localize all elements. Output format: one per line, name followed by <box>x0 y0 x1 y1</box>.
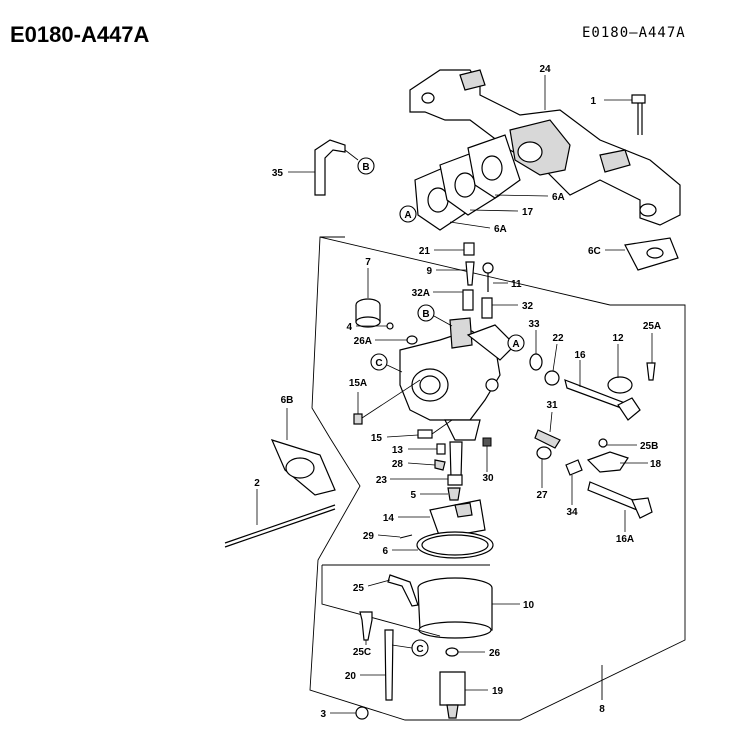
label-25b: 25B <box>640 441 658 452</box>
label-8: 8 <box>599 704 605 715</box>
gasket-6c <box>605 237 679 271</box>
callout-a-gasket: A <box>399 205 417 223</box>
label-6a-lower: 6A <box>494 224 507 235</box>
label-11: 11 <box>511 279 522 290</box>
label-24: 24 <box>539 64 551 75</box>
gaskets-6a-17 <box>414 134 549 231</box>
label-6a-upper: 6A <box>552 192 565 203</box>
label-7: 7 <box>365 257 371 268</box>
label-30: 30 <box>482 473 494 484</box>
label-13: 13 <box>392 445 404 456</box>
svg-text:C: C <box>416 644 423 655</box>
jet-parts <box>390 437 492 501</box>
label-12: 12 <box>612 333 624 344</box>
callout-c-bottom: C <box>391 639 429 657</box>
label-35: 35 <box>272 168 284 179</box>
label-16: 16 <box>574 350 586 361</box>
diagram-title: E0180-A447A <box>10 22 150 47</box>
label-26: 26 <box>489 648 501 659</box>
label-14: 14 <box>383 513 395 524</box>
svg-text:B: B <box>362 162 369 173</box>
label-32: 32 <box>522 301 534 312</box>
bolt-1 <box>604 94 646 135</box>
label-25a: 25A <box>643 321 661 332</box>
label-5: 5 <box>410 490 416 501</box>
svg-text:A: A <box>404 210 411 221</box>
label-21: 21 <box>419 246 431 257</box>
bushing-22 <box>544 343 560 386</box>
washer-26a <box>375 335 418 345</box>
label-19: 19 <box>492 686 504 697</box>
label-28: 28 <box>392 459 404 470</box>
assembly-frame <box>309 236 686 721</box>
cup-7 <box>355 268 394 330</box>
label-32a: 32A <box>412 288 430 299</box>
label-2: 2 <box>254 478 260 489</box>
svg-text:A: A <box>512 339 519 350</box>
label-15: 15 <box>371 433 383 444</box>
float-chamber <box>377 499 494 559</box>
label-20: 20 <box>345 671 357 682</box>
label-6c: 6C <box>588 246 601 257</box>
parts-31-27-34 <box>534 411 583 505</box>
label-22: 22 <box>552 333 564 344</box>
label-1: 1 <box>590 96 596 107</box>
label-25c: 25C <box>353 647 371 658</box>
label-6b: 6B <box>281 395 294 406</box>
label-25: 25 <box>353 583 365 594</box>
label-18: 18 <box>650 459 662 470</box>
svg-text:B: B <box>422 309 429 320</box>
callout-b-carb: B <box>417 304 453 327</box>
intake-manifold <box>409 69 681 226</box>
diagram-code: E0180–A447A <box>582 25 686 41</box>
label-23: 23 <box>376 475 388 486</box>
gasket-6b-bolt-2 <box>224 408 336 548</box>
label-17: 17 <box>522 207 534 218</box>
label-16a: 16A <box>616 534 634 545</box>
label-4: 4 <box>346 322 352 333</box>
label-27: 27 <box>536 490 548 501</box>
label-15a: 15A <box>349 378 367 389</box>
label-33: 33 <box>528 319 540 330</box>
label-3: 3 <box>320 709 326 720</box>
callout-c-carb: C <box>370 353 403 373</box>
label-9: 9 <box>426 266 432 277</box>
label-31: 31 <box>546 400 558 411</box>
callout-a-carb: A <box>507 334 525 352</box>
choke-parts <box>586 438 653 532</box>
svg-text:C: C <box>375 358 382 369</box>
o-ring-33 <box>529 330 543 371</box>
carburetor-body <box>399 317 516 441</box>
label-29: 29 <box>363 531 375 542</box>
throttle-shaft-16 <box>564 333 656 421</box>
label-34: 34 <box>566 507 578 518</box>
label-6: 6 <box>382 546 388 557</box>
label-10: 10 <box>523 600 535 611</box>
label-26a: 26A <box>354 336 372 347</box>
bottom-parts <box>330 611 488 720</box>
small-parts-top <box>433 242 518 319</box>
parts-15 <box>353 379 453 439</box>
pipe-35 <box>288 139 359 196</box>
bowl-10 <box>321 564 520 639</box>
callout-b-pipe: B <box>357 157 375 175</box>
